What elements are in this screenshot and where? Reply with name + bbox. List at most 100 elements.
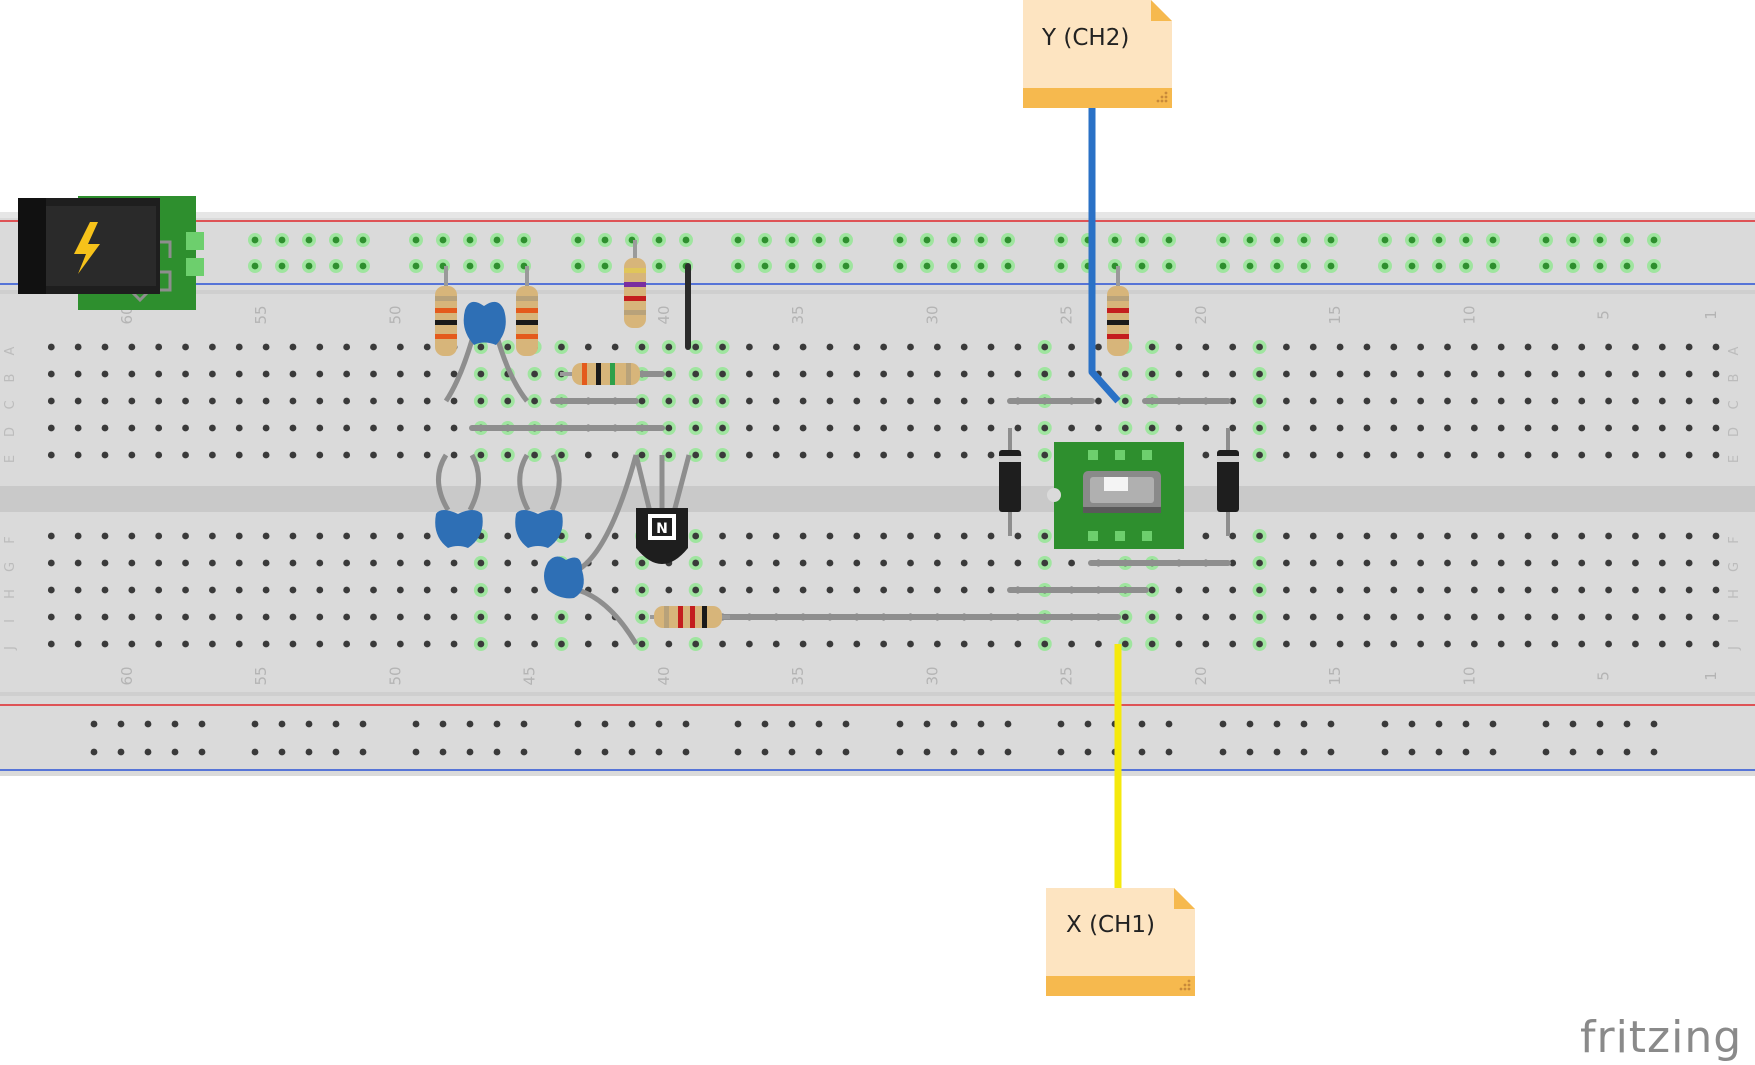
power-rail-hole[interactable]: [1596, 748, 1604, 756]
breadboard-hole[interactable]: [1202, 343, 1210, 351]
breadboard-hole[interactable]: [1068, 640, 1075, 648]
breadboard-hole[interactable]: [1444, 451, 1451, 459]
breadboard-hole[interactable]: [1202, 613, 1210, 621]
breadboard-hole[interactable]: [1497, 640, 1505, 648]
breadboard-hole[interactable]: [1336, 613, 1344, 621]
power-rail-hole[interactable]: [1273, 748, 1281, 756]
breadboard-hole[interactable]: [289, 343, 297, 351]
breadboard-hole[interactable]: [1444, 343, 1451, 351]
breadboard-hole[interactable]: [450, 424, 458, 432]
breadboard-hole[interactable]: [396, 613, 404, 621]
breadboard-hole[interactable]: [1578, 640, 1586, 648]
breadboard-hole[interactable]: [1363, 343, 1371, 351]
breadboard-hole[interactable]: [396, 640, 404, 648]
breadboard-hole[interactable]: [396, 532, 404, 540]
breadboard-hole[interactable]: [262, 640, 270, 648]
breadboard-hole[interactable]: [182, 424, 189, 432]
breadboard-hole[interactable]: [1578, 397, 1586, 405]
breadboard-hole[interactable]: [1202, 586, 1210, 594]
breadboard-hole[interactable]: [1551, 613, 1559, 621]
breadboard-hole[interactable]: [799, 640, 807, 648]
power-rail-hole[interactable]: [412, 262, 420, 270]
breadboard-hole[interactable]: [1309, 397, 1317, 405]
breadboard-hole[interactable]: [1578, 451, 1586, 459]
breadboard-hole[interactable]: [74, 640, 82, 648]
breadboard-hole[interactable]: [1309, 559, 1317, 567]
breadboard-hole[interactable]: [1524, 397, 1532, 405]
breadboard-hole[interactable]: [262, 532, 270, 540]
breadboard-hole[interactable]: [477, 343, 485, 351]
breadboard-hole[interactable]: [1175, 370, 1183, 378]
power-rail-hole[interactable]: [1165, 262, 1173, 270]
breadboard-hole[interactable]: [692, 532, 700, 540]
power-rail-hole[interactable]: [1111, 236, 1119, 244]
breadboard-hole[interactable]: [262, 424, 270, 432]
breadboard-hole[interactable]: [504, 586, 512, 594]
breadboard-hole[interactable]: [826, 397, 834, 405]
breadboard-hole[interactable]: [1309, 424, 1317, 432]
breadboard-hole[interactable]: [1712, 451, 1720, 459]
power-rail-hole[interactable]: [628, 748, 636, 756]
breadboard-hole[interactable]: [155, 613, 163, 621]
breadboard-hole[interactable]: [1390, 532, 1398, 540]
breadboard-hole[interactable]: [209, 613, 216, 621]
breadboard-hole[interactable]: [289, 559, 297, 567]
power-rail-hole[interactable]: [117, 720, 125, 728]
breadboard-hole[interactable]: [1658, 613, 1666, 621]
breadboard-hole[interactable]: [960, 343, 968, 351]
breadboard-hole[interactable]: [1309, 586, 1317, 594]
power-rail-hole[interactable]: [761, 748, 769, 756]
breadboard-hole[interactable]: [880, 640, 888, 648]
breadboard-hole[interactable]: [289, 370, 297, 378]
breadboard-hole[interactable]: [450, 613, 458, 621]
breadboard-hole[interactable]: [289, 451, 297, 459]
breadboard-hole[interactable]: [1336, 586, 1344, 594]
breadboard-hole[interactable]: [1363, 532, 1371, 540]
power-rail-hole[interactable]: [896, 236, 904, 244]
power-rail-hole[interactable]: [1004, 720, 1012, 728]
breadboard-hole[interactable]: [907, 370, 914, 378]
breadboard-hole[interactable]: [396, 424, 404, 432]
breadboard-hole[interactable]: [262, 451, 270, 459]
breadboard-hole[interactable]: [772, 424, 780, 432]
breadboard-hole[interactable]: [504, 640, 512, 648]
breadboard-hole[interactable]: [1363, 640, 1371, 648]
breadboard-hole[interactable]: [1417, 451, 1425, 459]
breadboard-hole[interactable]: [1632, 532, 1639, 540]
breadboard-hole[interactable]: [1578, 343, 1586, 351]
breadboard-hole[interactable]: [182, 559, 189, 567]
power-rail-hole[interactable]: [1327, 262, 1335, 270]
breadboard-hole[interactable]: [1524, 451, 1532, 459]
breadboard-hole[interactable]: [1229, 343, 1237, 351]
power-rail-hole[interactable]: [950, 748, 958, 756]
power-rail-hole[interactable]: [842, 236, 850, 244]
breadboard-hole[interactable]: [1632, 613, 1639, 621]
power-rail-hole[interactable]: [601, 262, 609, 270]
breadboard-hole[interactable]: [235, 451, 243, 459]
breadboard-hole[interactable]: [101, 532, 109, 540]
resistor[interactable]: [435, 266, 457, 356]
power-rail-hole[interactable]: [601, 236, 609, 244]
power-rail-hole[interactable]: [493, 720, 501, 728]
power-rail-hole[interactable]: [1596, 262, 1604, 270]
breadboard-hole[interactable]: [1632, 640, 1639, 648]
power-rail-hole[interactable]: [1246, 720, 1254, 728]
breadboard-hole[interactable]: [1551, 586, 1559, 594]
breadboard-hole[interactable]: [611, 343, 619, 351]
power-rail-hole[interactable]: [439, 236, 447, 244]
breadboard-hole[interactable]: [235, 640, 243, 648]
breadboard-hole[interactable]: [826, 370, 834, 378]
power-rail-hole[interactable]: [493, 262, 501, 270]
power-rail-hole[interactable]: [1596, 720, 1604, 728]
power-rail-hole[interactable]: [278, 262, 286, 270]
breadboard-hole[interactable]: [638, 586, 646, 594]
breadboard-hole[interactable]: [1336, 343, 1344, 351]
probe-wire-ch2[interactable]: [1088, 108, 1121, 404]
breadboard-hole[interactable]: [343, 343, 351, 351]
breadboard-hole[interactable]: [1444, 586, 1451, 594]
power-rail-hole[interactable]: [359, 748, 367, 756]
power-rail-hole[interactable]: [977, 236, 985, 244]
breadboard-hole[interactable]: [1712, 586, 1720, 594]
breadboard-hole[interactable]: [1148, 586, 1156, 594]
breadboard-hole[interactable]: [1605, 424, 1612, 432]
